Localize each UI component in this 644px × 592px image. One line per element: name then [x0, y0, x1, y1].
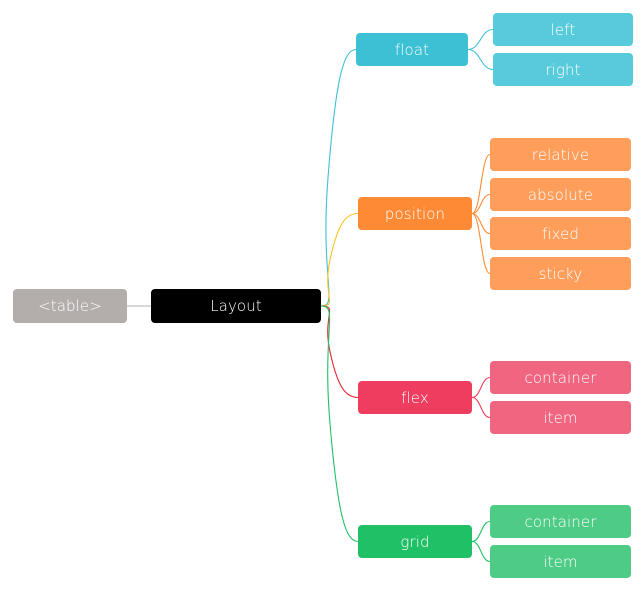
- leaf-node-position-absolute[interactable]: absolute: [490, 178, 631, 211]
- connector-branch-leaf: [467, 48, 494, 71]
- branch-node-float[interactable]: float: [356, 33, 468, 66]
- leaf-node-position-sticky[interactable]: sticky: [490, 257, 631, 290]
- connector-branch-leaf: [471, 153, 491, 215]
- leaf-node-grid-container[interactable]: container: [490, 505, 631, 538]
- connector-root-branch: [320, 48, 357, 307]
- connector-branch-leaf: [471, 376, 491, 399]
- connector-branch-leaf: [467, 28, 494, 51]
- branch-node-grid[interactable]: grid: [358, 525, 472, 558]
- leaf-node-grid-item[interactable]: item: [490, 545, 631, 578]
- leaf-node-flex-item[interactable]: item: [490, 401, 631, 434]
- leaf-node-float-right[interactable]: right: [493, 53, 633, 86]
- connector-root-branch: [320, 212, 359, 307]
- leaf-node-position-relative[interactable]: relative: [490, 138, 631, 171]
- branch-node-position[interactable]: position: [358, 197, 472, 230]
- parent-node[interactable]: <table>: [13, 289, 127, 323]
- connector-branch-leaf: [471, 193, 491, 215]
- leaf-node-position-fixed[interactable]: fixed: [490, 217, 631, 250]
- connector-branch-leaf: [471, 540, 491, 563]
- leaf-node-float-left[interactable]: left: [493, 13, 633, 46]
- connector-branch-leaf: [471, 520, 491, 543]
- branch-node-flex[interactable]: flex: [358, 381, 472, 414]
- connector-branch-leaf: [471, 212, 491, 275]
- connector-branch-leaf: [471, 396, 491, 419]
- leaf-node-flex-container[interactable]: container: [490, 361, 631, 394]
- connector-root-branch: [320, 305, 359, 399]
- root-node[interactable]: Layout: [151, 289, 321, 323]
- connector-root-branch: [320, 305, 359, 543]
